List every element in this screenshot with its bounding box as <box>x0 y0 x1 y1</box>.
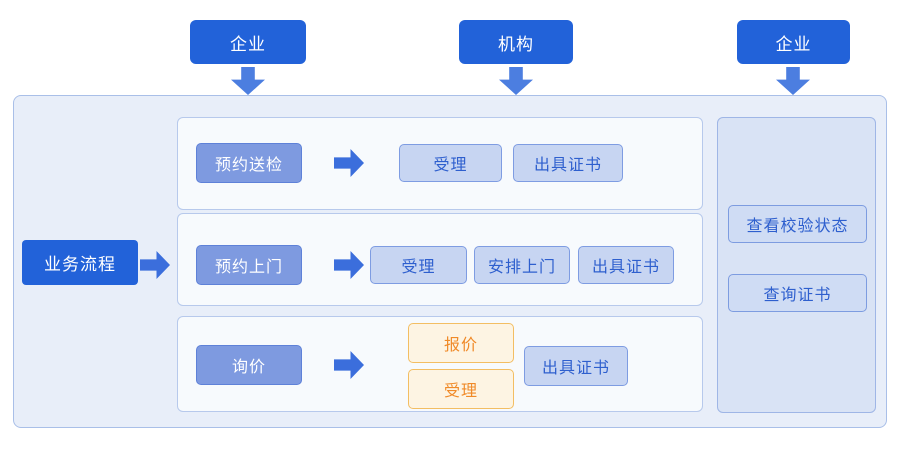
view-calibration-status-button: 查看校验状态 <box>728 205 867 243</box>
node-quote: 报价 <box>408 323 514 363</box>
right-arrow-icon <box>334 149 364 177</box>
node-accept: 受理 <box>408 369 514 409</box>
status-panel: 查看校验状态 查询证书 <box>717 117 876 413</box>
query-certificate-button: 查询证书 <box>728 274 867 312</box>
business-process-label: 业务流程 <box>22 240 138 285</box>
lane-appointment-visit: 预约上门 受理 安排上门 出具证书 <box>177 213 703 306</box>
node-appointment-visit: 预约上门 <box>196 245 302 285</box>
down-arrow-icon <box>776 67 810 95</box>
node-issue-certificate: 出具证书 <box>524 346 628 386</box>
actor-enterprise-left: 企业 <box>190 20 306 64</box>
node-appointment-delivery: 预约送检 <box>196 143 302 183</box>
actor-institution: 机构 <box>459 20 573 64</box>
right-arrow-icon <box>334 351 364 379</box>
node-inquiry: 询价 <box>196 345 302 385</box>
lane-inquiry: 询价 报价 受理 出具证书 <box>177 316 703 412</box>
down-arrow-icon <box>231 67 265 95</box>
actor-enterprise-right: 企业 <box>737 20 850 64</box>
down-arrow-icon <box>499 67 533 95</box>
node-arrange-visit: 安排上门 <box>474 246 570 284</box>
node-issue-certificate: 出具证书 <box>513 144 623 182</box>
lane-appointment-delivery: 预约送检 受理 出具证书 <box>177 117 703 210</box>
right-arrow-icon <box>334 251 364 279</box>
node-issue-certificate: 出具证书 <box>578 246 674 284</box>
node-accept: 受理 <box>399 144 502 182</box>
node-accept: 受理 <box>370 246 467 284</box>
